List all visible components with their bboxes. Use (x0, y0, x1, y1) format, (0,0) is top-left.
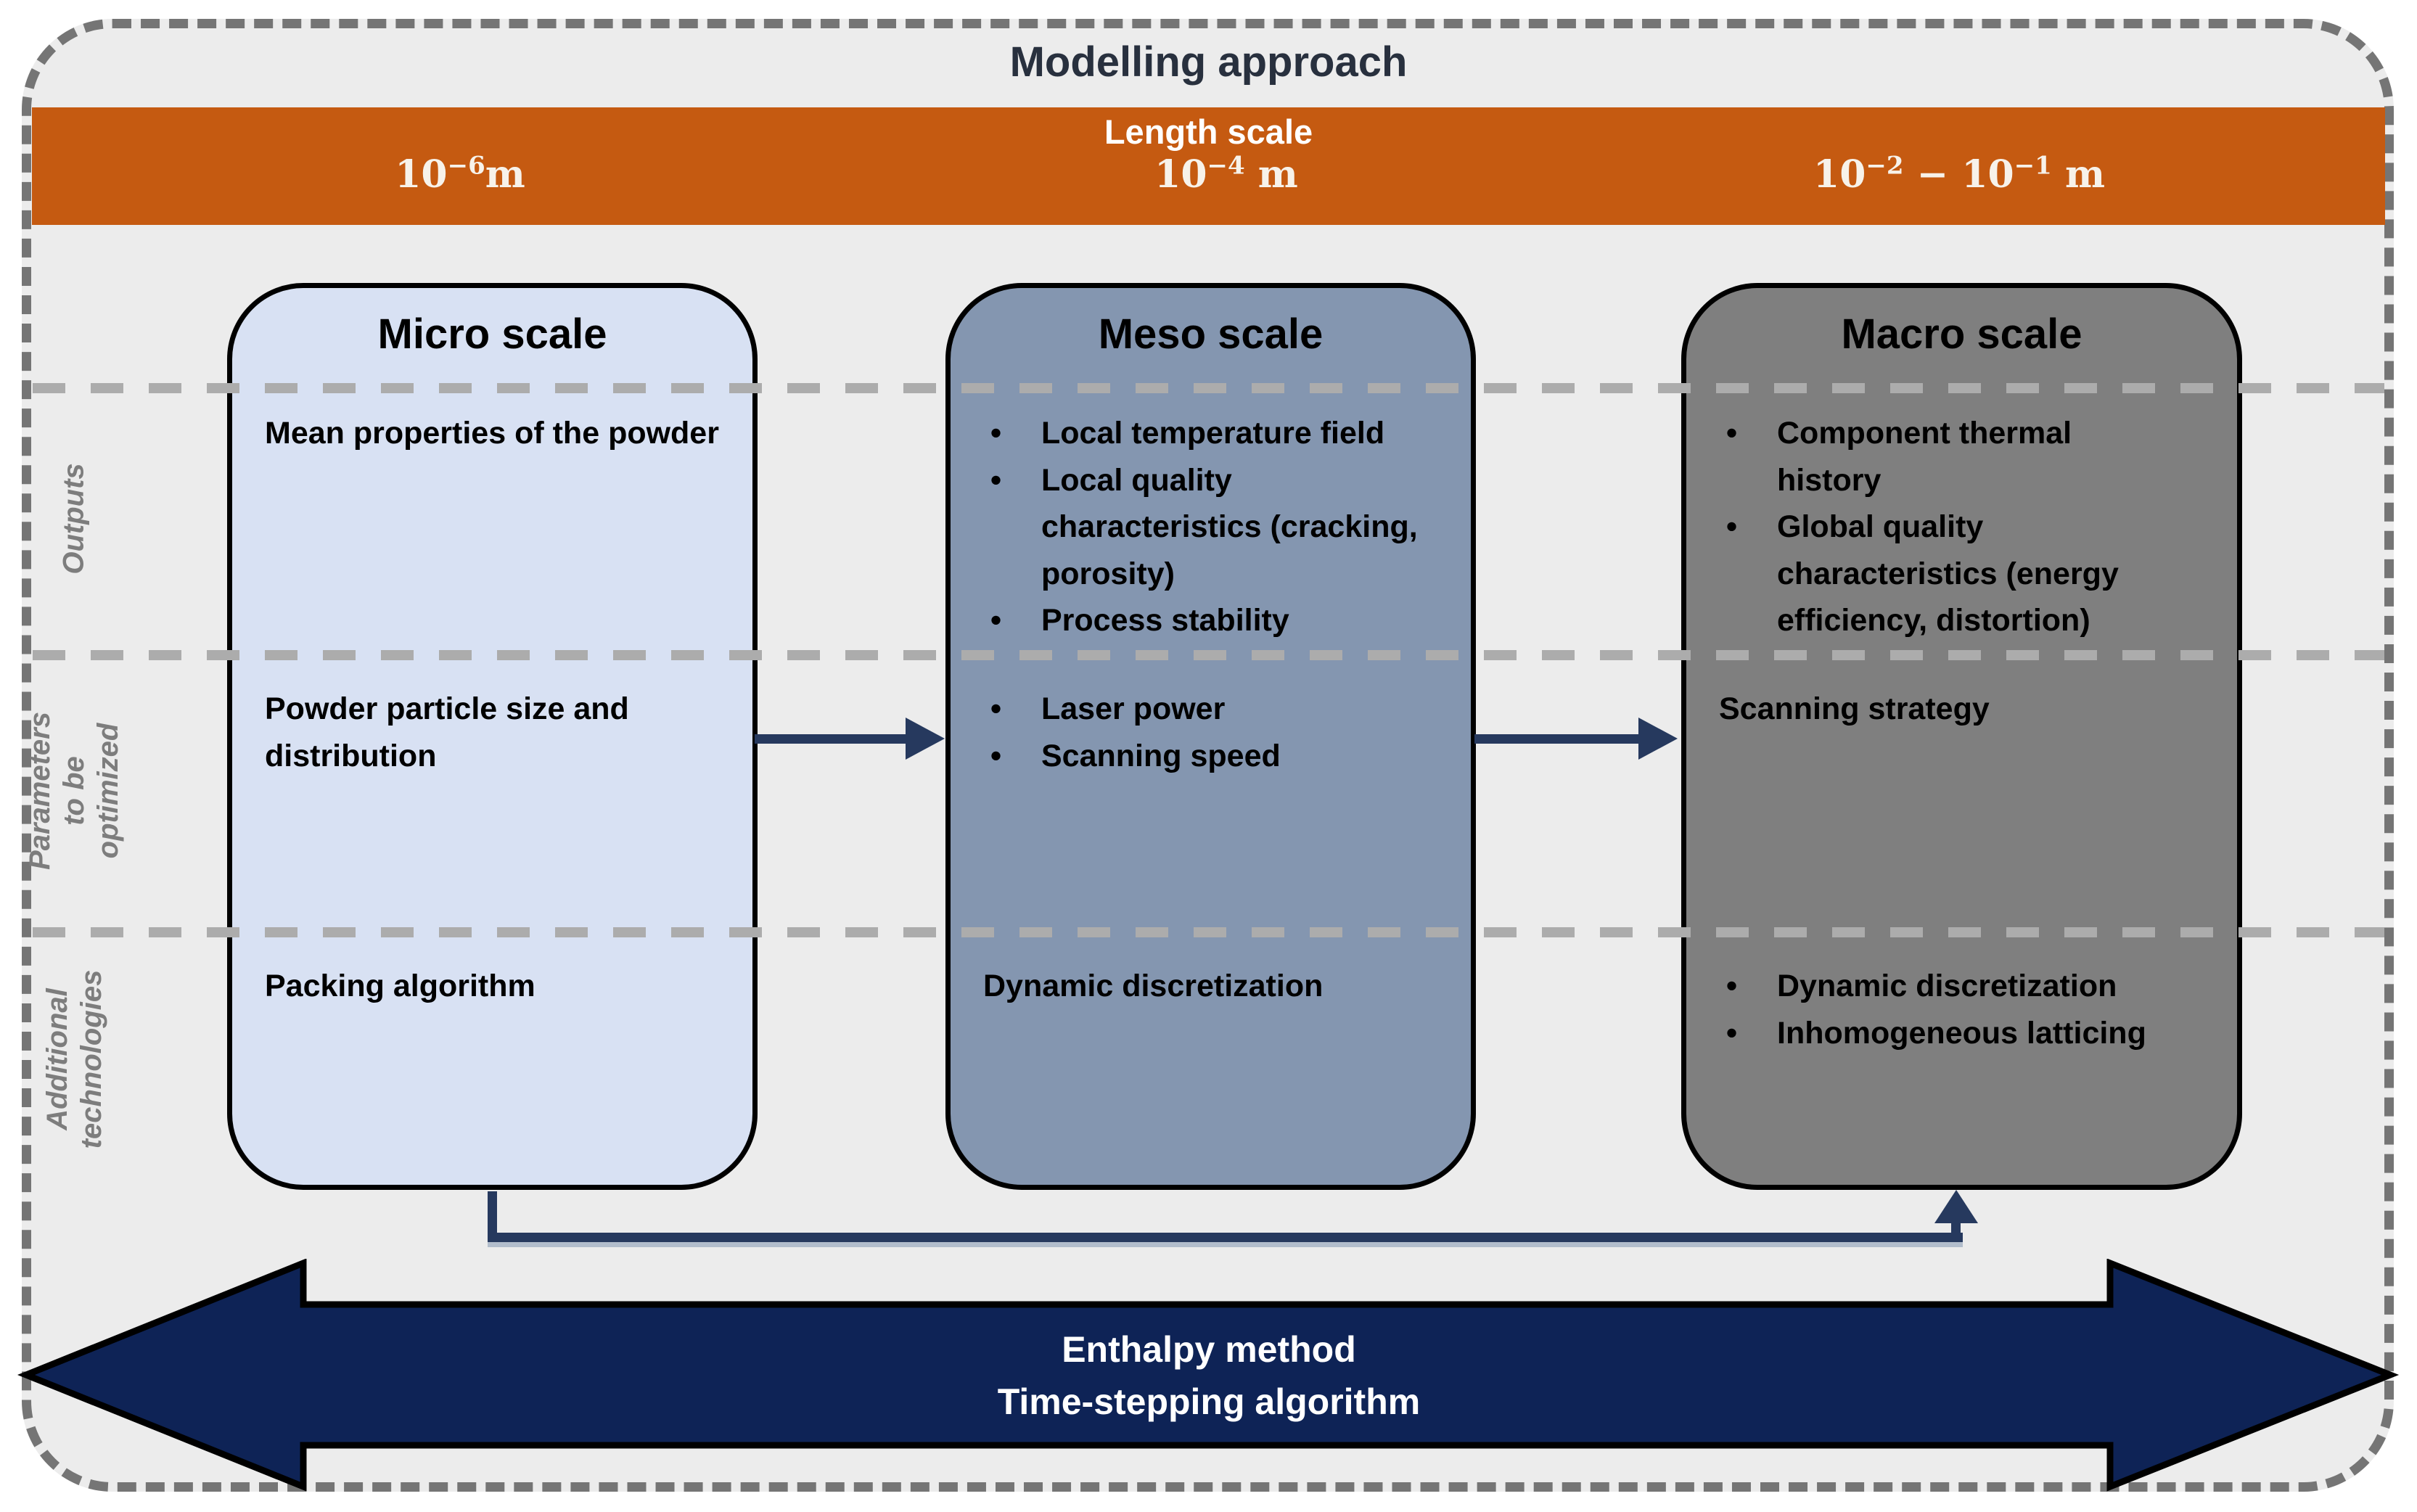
row-separator-technologies (33, 927, 2384, 937)
length-scale-band: Length scale (32, 107, 2385, 225)
meso-scale-base: 10 (1154, 152, 1207, 197)
macro-scale-exponent1: −2 (1866, 151, 1904, 181)
meso-technologies: Dynamic discretization (951, 963, 1471, 1010)
meso-scale-exponent: −4 (1207, 151, 1245, 181)
micro-scale-box: Micro scale Mean properties of the powde… (227, 283, 758, 1190)
enthalpy-double-arrow (17, 1259, 2400, 1492)
micro-scale-unit: m (485, 152, 525, 197)
length-scale-label: Length scale (1104, 112, 1313, 151)
bullet-icon: • (1726, 509, 1738, 544)
micro-scale-exponent: −6 (447, 151, 485, 181)
bullet-icon: • (990, 462, 1002, 498)
list-item: • Local quality characteristics (cracking… (983, 457, 1442, 598)
bullet-icon: • (1726, 1015, 1738, 1051)
bullet-icon: • (1726, 969, 1738, 1003)
meso-outputs-item: Process stability (1041, 603, 1289, 638)
bullet-icon: • (990, 738, 1002, 773)
meso-parameters-item: Scanning speed (1041, 738, 1281, 773)
figure-title: Modelling approach (1009, 38, 1408, 86)
micro-scale-title: Micro scale (377, 311, 607, 358)
list-item: • Scanning speed (983, 733, 1442, 780)
micro-outputs: Mean properties of the powder (232, 410, 752, 457)
meso-to-macro-arrow (1474, 734, 1640, 744)
macro-outputs-item: Global quality characteristics (energy e… (1777, 509, 2119, 638)
micro-technologies-item: Packing algorithm (265, 969, 535, 1003)
side-label-parameters: Parameters to be optimized (24, 712, 125, 870)
list-item: • Laser power (983, 686, 1442, 733)
macro-technologies: • Dynamic discretization • Inhomogeneous l… (1686, 963, 2237, 1056)
macro-outputs-item: Component thermal history (1777, 416, 2072, 498)
macro-technologies-item: Dynamic discretization (1777, 969, 2117, 1003)
macro-scale-title: Macro scale (1841, 311, 2082, 358)
micro-to-meso-arrowhead-icon (906, 718, 945, 760)
list-item: • Component thermal history (1719, 410, 2168, 504)
enthalpy-method-label: Enthalpy method (1062, 1329, 1356, 1370)
list-item: • Inhomogeneous latticing (1719, 1010, 2168, 1057)
bullet-icon: • (1726, 416, 1738, 451)
length-scale-meso: 10−4 m (994, 152, 1458, 197)
side-label-technologies: Additional technologies (41, 969, 107, 1149)
macro-scale-mid: − 10 (1903, 152, 2014, 197)
micro-parameters: Powder particle size and distribution (232, 686, 752, 779)
side-label-outputs: Outputs (57, 463, 90, 575)
list-item: Scanning strategy (1719, 686, 2168, 733)
list-item: Dynamic discretization (983, 963, 1442, 1010)
meso-scale-unit: m (1244, 152, 1298, 197)
meso-scale-box: Meso scale • Local temperature field • Loc… (945, 283, 1476, 1190)
feedback-connector-horizontal (488, 1233, 1963, 1242)
macro-parameters-item: Scanning strategy (1719, 691, 1990, 726)
meso-technologies-item: Dynamic discretization (983, 969, 1324, 1003)
list-item: • Process stability (983, 597, 1442, 644)
meso-outputs: • Local temperature field • Local quality … (951, 410, 1471, 644)
list-item: Packing algorithm (265, 963, 723, 1010)
bullet-icon: • (990, 691, 1002, 726)
macro-technologies-item: Inhomogeneous latticing (1777, 1015, 2146, 1051)
feedback-connector-down (488, 1191, 497, 1242)
bullet-icon: • (990, 416, 1002, 451)
meso-outputs-item: Local temperature field (1041, 416, 1385, 451)
bullet-icon: • (990, 603, 1002, 638)
micro-parameters-item: Powder particle size and distribution (265, 691, 629, 773)
enthalpy-arrow-caption: Enthalpy method Time-stepping algorithm (650, 1306, 1768, 1445)
meso-parameters: • Laser power • Scanning speed (951, 686, 1471, 779)
meso-parameters-item: Laser power (1041, 691, 1226, 726)
macro-scale-box: Macro scale • Component thermal history •… (1681, 283, 2242, 1190)
micro-scale-base: 10 (395, 152, 448, 197)
macro-scale-unit: m (2051, 152, 2105, 197)
macro-scale-base: 10 (1813, 152, 1866, 197)
row-separator-outputs (33, 383, 2384, 393)
row-separator-parameters (33, 650, 2384, 660)
macro-scale-exponent2: −1 (2014, 151, 2052, 181)
length-scale-macro: 10−2 − 10−1 m (1727, 152, 2191, 197)
list-item: • Global quality characteristics (energy … (1719, 504, 2168, 644)
meso-outputs-item: Local quality characteristics (cracking,… (1041, 462, 1418, 591)
time-stepping-label: Time-stepping algorithm (997, 1381, 1421, 1422)
double-arrow-shape (17, 1259, 2400, 1492)
micro-outputs-item: Mean properties of the powder (265, 416, 719, 451)
list-item: • Dynamic discretization (1719, 963, 2168, 1010)
list-item: Powder particle size and distribution (265, 686, 723, 779)
length-scale-micro: 10−6m (228, 152, 692, 197)
feedback-connector-up (1951, 1220, 1961, 1238)
feedback-arrowhead-up-icon (1934, 1190, 1978, 1223)
macro-parameters: Scanning strategy (1686, 686, 2237, 733)
list-item: Mean properties of the powder (265, 410, 723, 457)
macro-outputs: • Component thermal history • Global quali… (1686, 410, 2237, 644)
list-item: • Local temperature field (983, 410, 1442, 457)
micro-to-meso-arrow (755, 734, 911, 744)
micro-technologies: Packing algorithm (232, 963, 752, 1010)
meso-to-macro-arrowhead-icon (1638, 718, 1678, 760)
meso-scale-title: Meso scale (1098, 311, 1324, 358)
